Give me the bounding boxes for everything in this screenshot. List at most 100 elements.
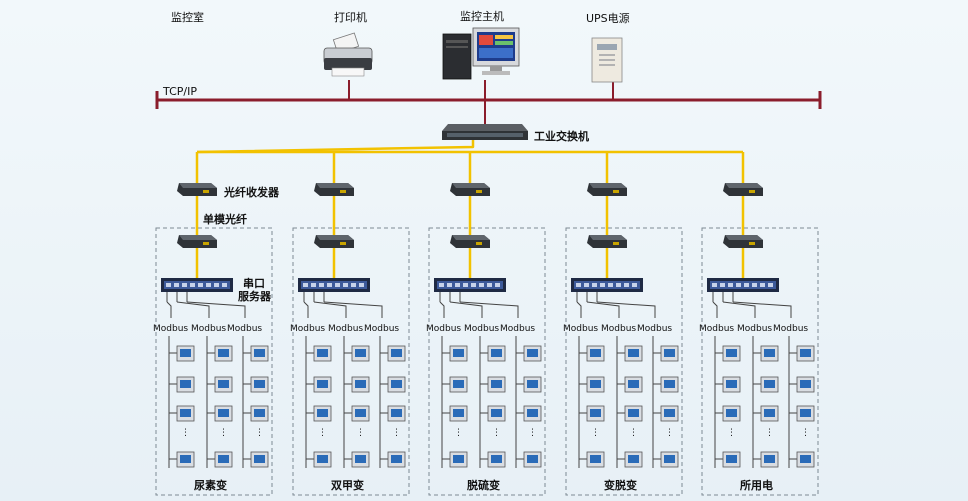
substation-box <box>701 227 819 496</box>
meter-icon <box>387 405 406 422</box>
host-label: 监控主机 <box>460 10 504 23</box>
transceiver-label: 光纤收发器 <box>224 186 279 199</box>
meter-icon <box>586 376 605 393</box>
modbus-label: Modbus <box>290 324 326 334</box>
modbus-label: Modbus <box>464 324 500 334</box>
meter-icon <box>214 451 233 468</box>
serial-server-label-line1: 串口 <box>243 277 265 290</box>
meter-icon <box>624 376 643 393</box>
meter-icon <box>351 405 370 422</box>
meter-icon <box>523 405 542 422</box>
substation-name: 所用电 <box>740 479 773 492</box>
ellipsis-label: ⋮ <box>181 428 190 438</box>
meter-icon <box>523 451 542 468</box>
meter-icon <box>387 451 406 468</box>
meter-icon <box>387 376 406 393</box>
modbus-label: Modbus <box>191 324 227 334</box>
meter-icon <box>250 345 269 362</box>
meter-icon <box>214 376 233 393</box>
switch-icon <box>571 278 643 292</box>
rs485-link <box>712 301 718 318</box>
meter-icon <box>250 405 269 422</box>
modbus-label: Modbus <box>773 324 809 334</box>
ellipsis-label: ⋮ <box>801 428 810 438</box>
meter-icon <box>449 345 468 362</box>
substation-box <box>155 227 273 496</box>
meter-icon <box>351 345 370 362</box>
ellipsis-label: ⋮ <box>665 428 674 438</box>
meter-icon <box>523 345 542 362</box>
rs485-link <box>439 301 445 318</box>
rs485-link <box>176 301 210 318</box>
control-room-label: 监控室 <box>171 11 204 24</box>
substation-name: 尿素变 <box>194 479 227 492</box>
modbus-label: Modbus <box>426 324 462 334</box>
meter-icon <box>796 376 815 393</box>
modbus-label: Modbus <box>699 324 735 334</box>
meter-icon <box>624 451 643 468</box>
ellipsis-label: ⋮ <box>255 428 264 438</box>
modbus-label: Modbus <box>563 324 599 334</box>
rs485-link <box>576 301 582 318</box>
meter-icon <box>796 345 815 362</box>
meter-icon <box>351 451 370 468</box>
substation-name: 变脱变 <box>604 479 637 492</box>
computer-icon <box>442 27 520 80</box>
meter-icon <box>722 451 741 468</box>
ellipsis-label: ⋮ <box>318 428 327 438</box>
ellipsis-label: ⋮ <box>454 428 463 438</box>
meter-icon <box>722 405 741 422</box>
rs485-link <box>732 301 792 318</box>
fiber-label: 单模光纤 <box>203 213 247 226</box>
transceiver-icon <box>314 235 354 248</box>
meter-icon <box>660 405 679 422</box>
meter-icon <box>449 376 468 393</box>
meter-icon <box>250 451 269 468</box>
meter-icon <box>487 405 506 422</box>
rs485-link <box>166 301 172 318</box>
modbus-label: Modbus <box>601 324 637 334</box>
meter-icon <box>176 451 195 468</box>
meter-icon <box>586 451 605 468</box>
meter-icon <box>760 345 779 362</box>
transceiver-icon <box>450 183 490 196</box>
printer-label: 打印机 <box>334 11 367 24</box>
ellipsis-label: ⋮ <box>492 428 501 438</box>
ups-icon <box>591 37 623 83</box>
meter-icon <box>387 345 406 362</box>
ellipsis-label: ⋮ <box>528 428 537 438</box>
modbus-label: Modbus <box>500 324 536 334</box>
switch-icon <box>442 124 528 140</box>
substation-name: 脱硫变 <box>467 479 500 492</box>
meter-icon <box>660 376 679 393</box>
ellipsis-label: ⋮ <box>727 428 736 438</box>
modbus-label: Modbus <box>328 324 364 334</box>
switch-icon <box>298 278 370 292</box>
meter-icon <box>313 345 332 362</box>
rs485-link <box>186 301 246 318</box>
transceiver-icon <box>177 183 217 196</box>
rs485-link <box>596 301 656 318</box>
transceiver-icon <box>314 183 354 196</box>
meter-icon <box>176 376 195 393</box>
meter-icon <box>214 405 233 422</box>
meter-icon <box>796 405 815 422</box>
serial-server-label-line2: 服务器 <box>238 290 271 303</box>
meter-icon <box>760 376 779 393</box>
meter-icon <box>722 376 741 393</box>
meter-icon <box>487 345 506 362</box>
meter-icon <box>586 405 605 422</box>
meter-icon <box>660 451 679 468</box>
meter-icon <box>449 451 468 468</box>
meter-icon <box>722 345 741 362</box>
substation-box <box>292 227 410 496</box>
meter-icon <box>214 345 233 362</box>
meter-icon <box>313 376 332 393</box>
meter-icon <box>586 345 605 362</box>
modbus-label: Modbus <box>153 324 189 334</box>
meter-icon <box>523 376 542 393</box>
meter-icon <box>760 405 779 422</box>
transceiver-icon <box>450 235 490 248</box>
